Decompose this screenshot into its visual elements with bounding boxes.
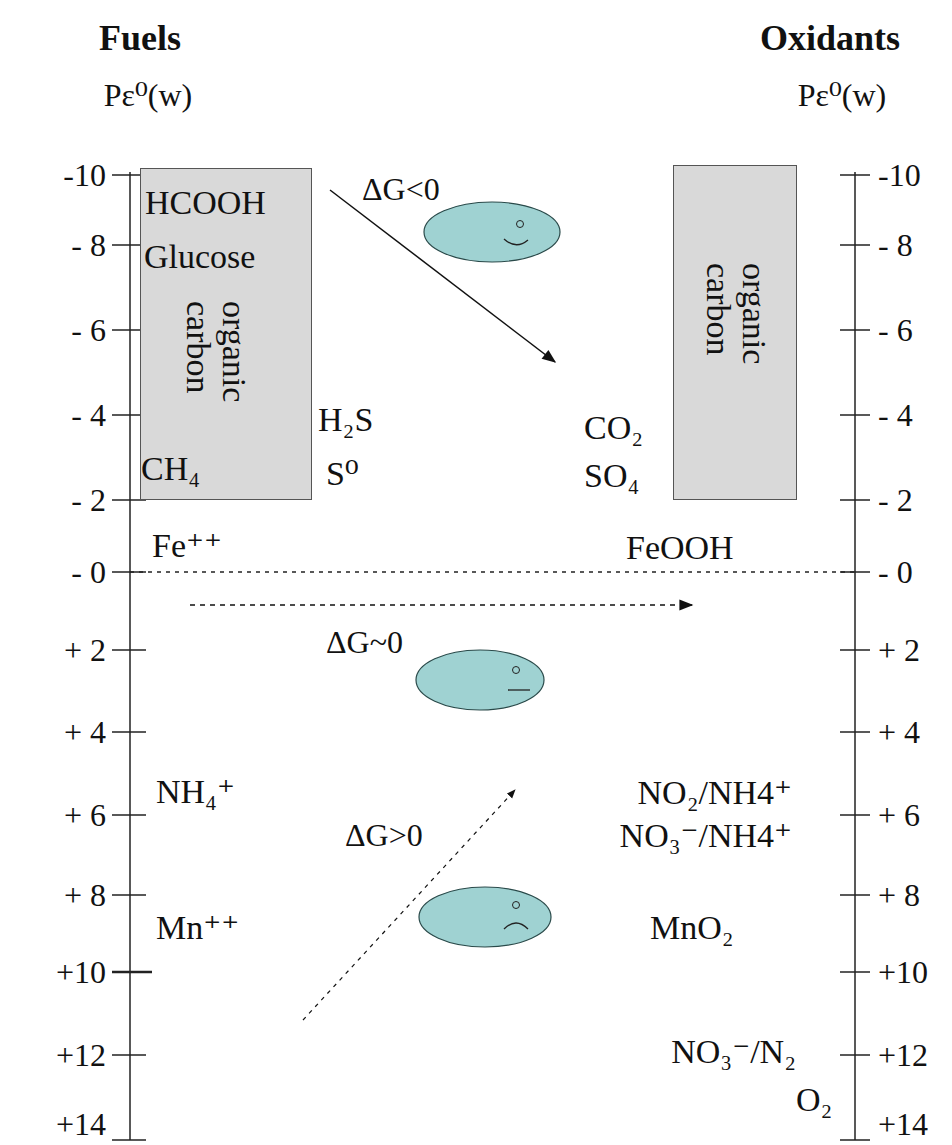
tick	[840, 971, 870, 973]
carbon-band: organic carbon	[673, 165, 797, 500]
tick-label: - 4	[71, 399, 106, 431]
tick-label: + 6	[64, 799, 106, 831]
species-label: CH₄	[141, 452, 200, 486]
tick	[112, 1054, 146, 1056]
tick-label: + 8	[878, 879, 920, 911]
species-label: NH₄⁺	[156, 775, 235, 809]
tick	[112, 814, 146, 816]
energy-label: ΔG~0	[326, 626, 403, 658]
tick-label: +14	[56, 1108, 106, 1140]
happy-microbe	[424, 202, 560, 262]
tick	[840, 1054, 870, 1056]
oxidant-axis	[854, 172, 856, 1140]
tick-label: +10	[56, 956, 106, 988]
zero-line	[130, 571, 855, 572]
species-label: FeOOH	[626, 531, 734, 565]
tick	[840, 1139, 870, 1141]
tick	[840, 499, 870, 501]
species-label: NO₃⁻/N₂	[671, 1035, 796, 1069]
band-title: organic carbon	[180, 301, 251, 402]
species-label: HCOOH	[145, 186, 266, 220]
tick-label: - 2	[71, 484, 106, 516]
species-label: SO₄	[584, 459, 639, 493]
tick	[112, 731, 146, 733]
species-label: O₂	[796, 1083, 832, 1117]
species-label: NO₃⁻/NH4⁺	[620, 819, 792, 853]
axis-title: Pε⁰(w)	[798, 79, 886, 111]
tick	[840, 731, 870, 733]
panel-heading: Fuels	[99, 20, 181, 56]
tick-label: +10	[878, 956, 928, 988]
fuel-axis	[129, 172, 131, 1140]
tick-label: + 2	[878, 634, 920, 666]
tick-label: - 8	[878, 229, 913, 261]
tick-label: + 4	[878, 716, 920, 748]
species-label: H₂S	[318, 403, 373, 437]
tick	[112, 971, 152, 974]
species-label: NO₂/NH4⁺	[638, 776, 792, 810]
tick-label: - 6	[878, 314, 913, 346]
tick-label: +12	[56, 1039, 106, 1071]
tick	[112, 649, 146, 651]
tick-label: - 4	[878, 399, 913, 431]
neutral-arrow	[190, 604, 692, 606]
tick	[840, 649, 870, 651]
neutral-microbe	[416, 650, 544, 710]
species-label: CO₂	[584, 411, 643, 445]
tick	[112, 1139, 146, 1141]
species-label: Mn⁺⁺	[156, 911, 239, 945]
tick-label: - 2	[878, 484, 913, 516]
tick-label: - 0	[71, 556, 106, 588]
tick-label: + 4	[64, 716, 106, 748]
panel-heading: Oxidants	[760, 20, 900, 56]
carbon-band: HCOOH Glucose organic carbonCH₄	[140, 168, 312, 500]
energy-label: ΔG<0	[362, 173, 440, 205]
species-label: MnO₂	[650, 911, 734, 945]
species-label: Fe⁺⁺	[152, 529, 222, 563]
tick-label: - 6	[71, 314, 106, 346]
tick-label: +12	[878, 1039, 928, 1071]
tick-label: + 2	[64, 634, 106, 666]
tick-label: - 8	[71, 229, 106, 261]
tick-label: + 8	[64, 879, 106, 911]
axis-ticks	[112, 175, 870, 1140]
tick	[840, 814, 870, 816]
tick-label: +14	[878, 1108, 928, 1140]
energy-label: ΔG>0	[345, 819, 423, 851]
tick-label: -10	[63, 159, 106, 191]
tick-label: - 0	[878, 556, 913, 588]
sad-microbe	[419, 887, 551, 947]
tick	[840, 174, 870, 176]
species-label: Glucose	[144, 240, 255, 274]
tick-label: -10	[878, 159, 921, 191]
axis-title: Pε⁰(w)	[104, 79, 192, 111]
tick-label: + 6	[878, 799, 920, 831]
tick	[840, 329, 870, 331]
tick	[840, 894, 870, 896]
tick	[840, 414, 870, 416]
tick	[840, 244, 870, 246]
band-title: organic carbon	[700, 263, 771, 364]
species-label: S⁰	[326, 457, 359, 491]
tick	[112, 894, 146, 896]
